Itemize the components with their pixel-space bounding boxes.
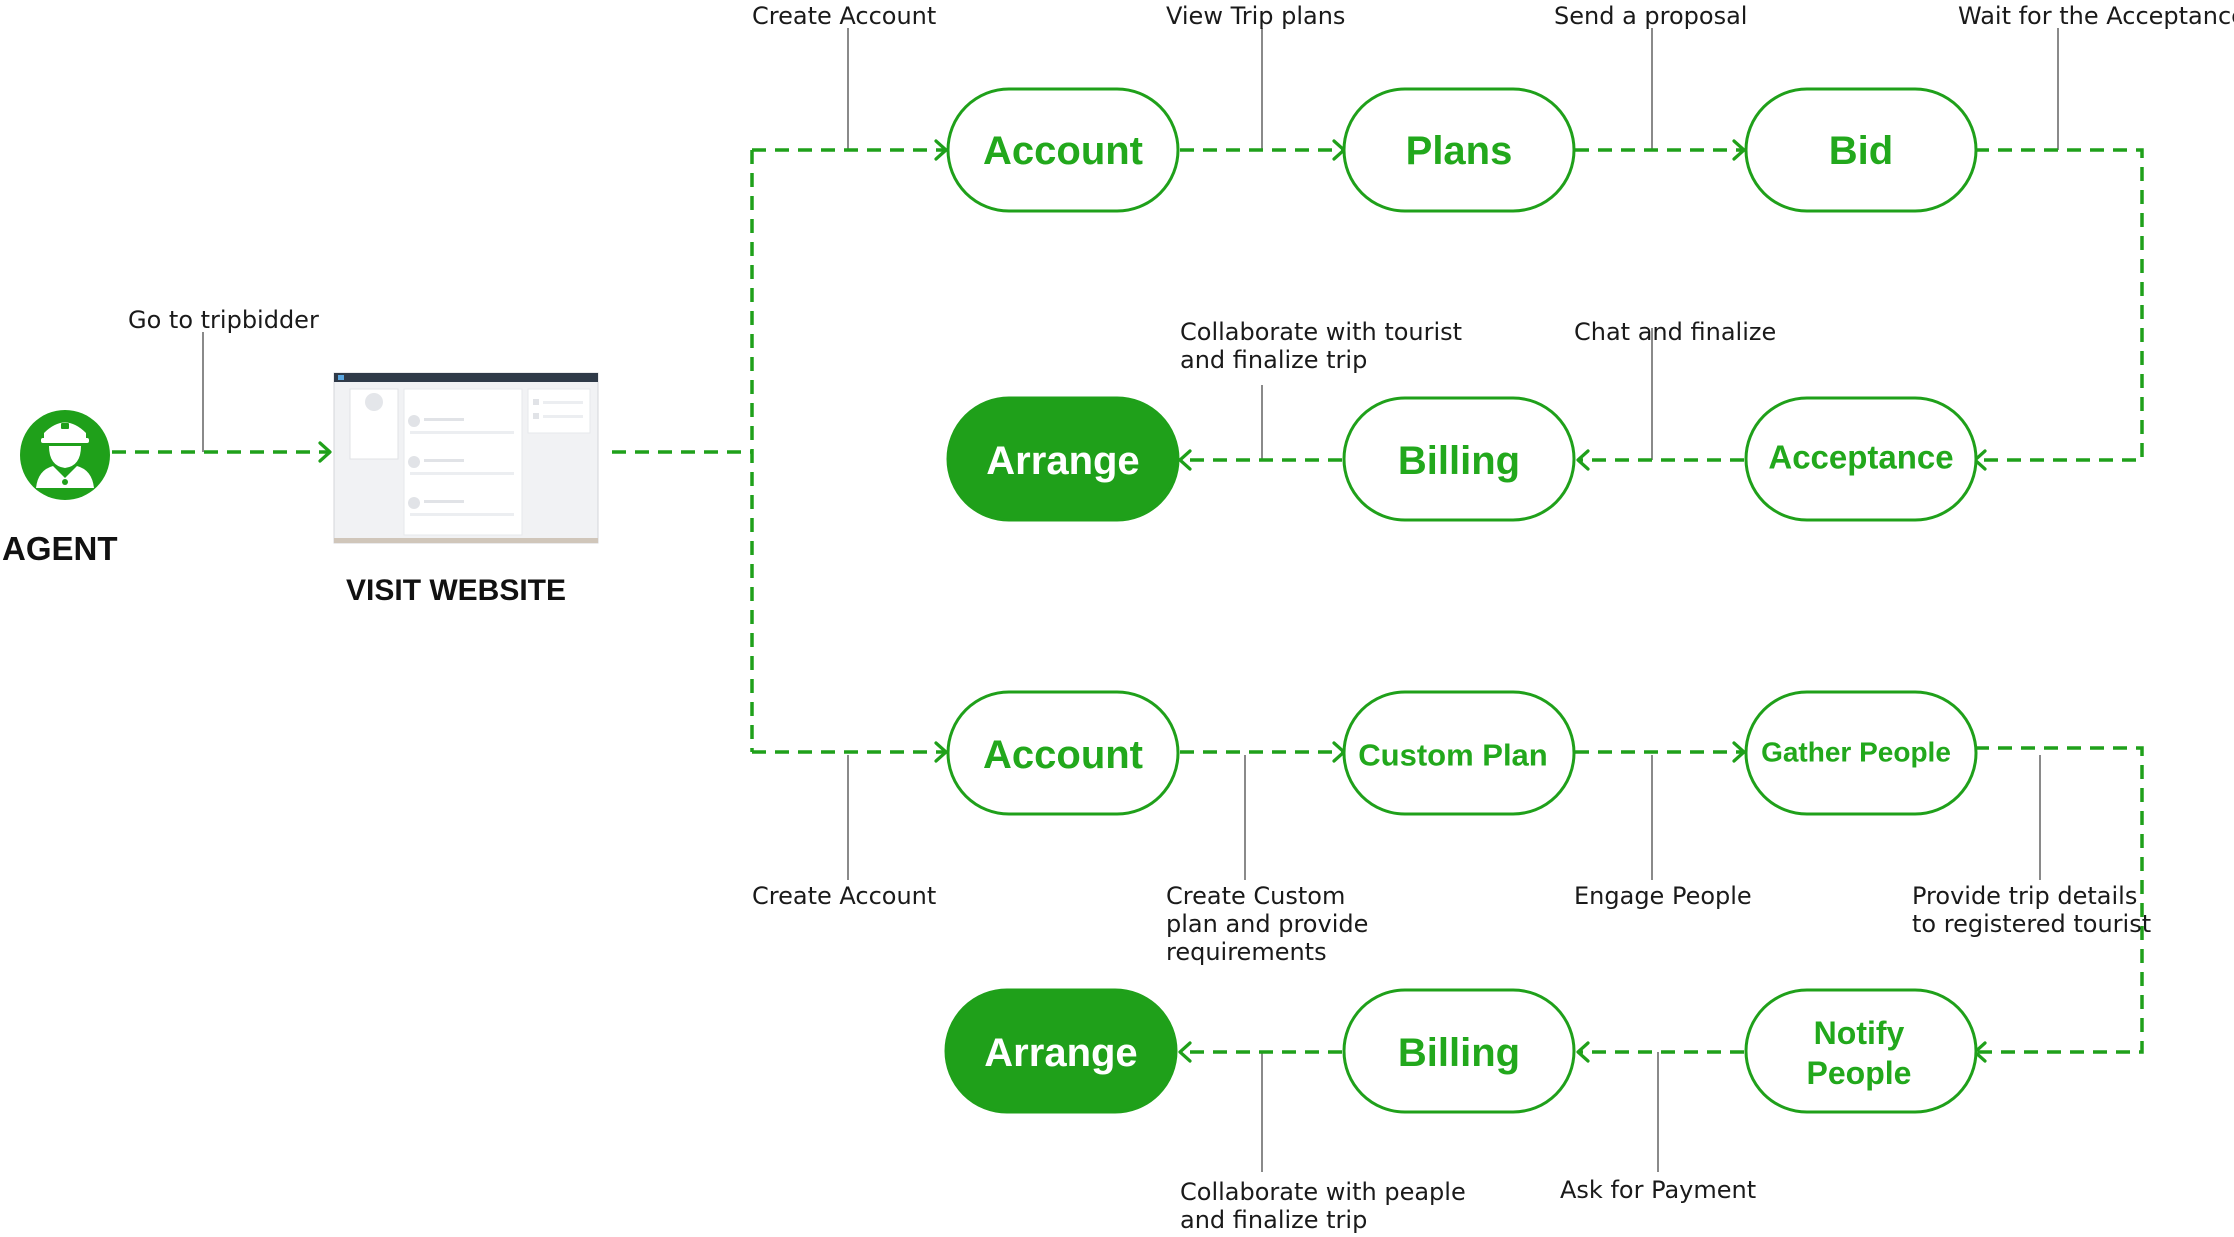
label-create-custom-line3: requirements	[1166, 938, 1327, 966]
website-thumbnail	[333, 372, 599, 544]
svg-text:Acceptance: Acceptance	[1768, 439, 1953, 476]
edge-labels: Go to tripbidder Create Account View Tri…	[128, 2, 2234, 1234]
node-bottom-notify-people: Notify People	[1744, 988, 1978, 1114]
svg-text:Account: Account	[983, 129, 1143, 173]
label-collab-people-line1: Collaborate with peaple	[1180, 1178, 1466, 1206]
svg-text:Custom Plan: Custom Plan	[1358, 738, 1547, 773]
svg-text:Arrange: Arrange	[986, 439, 1139, 483]
node-top-bid: Bid	[1744, 87, 1978, 213]
svg-text:Bid: Bid	[1829, 129, 1893, 173]
label-create-custom-line1: Create Custom	[1166, 882, 1345, 910]
label-bottom-create-account: Create Account	[752, 882, 936, 910]
label-provide-details-line1: Provide trip details	[1912, 882, 2137, 910]
node-top-billing: Billing	[1342, 396, 1576, 522]
svg-text:Notify: Notify	[1814, 1015, 1905, 1051]
label-create-custom-line2: plan and provide	[1166, 910, 1368, 938]
label-collab-tourist-line1: Collaborate with tourist	[1180, 318, 1462, 346]
node-top-arrange: Arrange	[946, 396, 1180, 522]
flow-bid-acceptance	[1973, 148, 2144, 471]
label-chat-finalize: Chat and finalize	[1574, 318, 1776, 346]
svg-text:Arrange: Arrange	[984, 1031, 1137, 1075]
node-top-plans: Plans	[1342, 87, 1576, 213]
svg-text:Billing: Billing	[1398, 439, 1520, 483]
node-bottom-billing: Billing	[1342, 988, 1576, 1114]
label-provide-details-line2: to registered tourist	[1912, 910, 2151, 938]
node-bottom-account: Account	[946, 690, 1180, 816]
agent-title: AGENT	[2, 530, 118, 567]
node-top-acceptance: Acceptance	[1744, 396, 1978, 522]
svg-text:Billing: Billing	[1398, 1031, 1520, 1075]
svg-text:Plans: Plans	[1406, 129, 1513, 173]
label-engage-people: Engage People	[1574, 882, 1752, 910]
node-top-account: Account	[946, 87, 1180, 213]
flow-gather-notify	[1973, 746, 2144, 1063]
svg-text:Account: Account	[983, 733, 1143, 777]
flow-paths	[112, 139, 2144, 1063]
label-ask-payment: Ask for Payment	[1560, 1176, 1756, 1204]
label-go-to-tripbidder: Go to tripbidder	[128, 306, 319, 334]
svg-text:People: People	[1807, 1055, 1912, 1091]
label-send-proposal: Send a proposal	[1554, 2, 1747, 30]
label-connectors	[202, 28, 2059, 1172]
label-collab-tourist-line2: and finalize trip	[1180, 346, 1367, 374]
node-bottom-arrange: Arrange	[944, 988, 1178, 1114]
label-wait-acceptance: Wait for the Acceptance	[1958, 2, 2234, 30]
label-top-create-account: Create Account	[752, 2, 936, 30]
label-view-trip-plans: View Trip plans	[1166, 2, 1345, 30]
svg-text:Gather People: Gather People	[1761, 737, 1951, 768]
label-collab-people-line2: and finalize trip	[1180, 1206, 1367, 1234]
node-bottom-custom-plan: Custom Plan	[1342, 690, 1576, 816]
node-bottom-gather-people: Gather People	[1744, 690, 1978, 816]
agent-person-icon	[20, 410, 110, 500]
website-title: VISIT WEBSITE	[346, 574, 566, 607]
